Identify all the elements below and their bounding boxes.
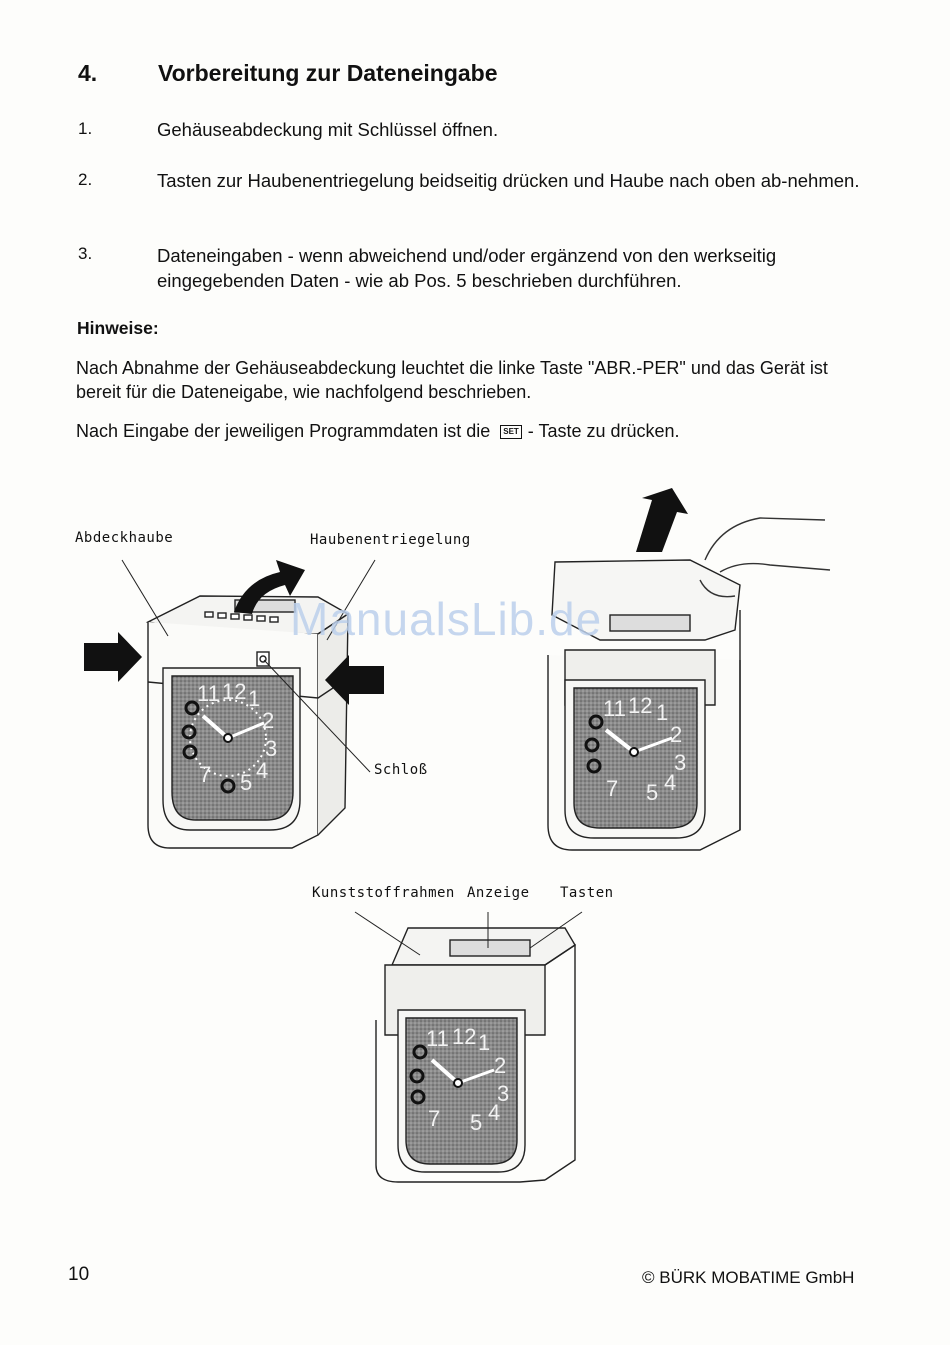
- clock-1-numeral-12: 12: [222, 679, 246, 704]
- clock-face-2: [584, 714, 673, 774]
- clock-2-numeral-7: 7: [606, 776, 618, 801]
- device-cover-lifting-figure: [547, 517, 831, 851]
- clock-2-numeral-1: 1: [656, 700, 668, 725]
- clock-numerals-2: 11 12 1 2 3 4 5 7: [603, 693, 686, 805]
- clock-2-numeral-5: 5: [646, 780, 658, 805]
- step-1-number: 1.: [78, 119, 93, 138]
- clock-3-numeral-2: 2: [494, 1053, 506, 1078]
- push-arrow-left-icon: [84, 632, 142, 682]
- clock-numerals-3: 11 12 1 2 3 4 5 7: [426, 1024, 509, 1135]
- clock-1-numeral-11: 11: [197, 681, 220, 706]
- notes-heading: Hinweise:: [77, 318, 159, 338]
- step-1-text: Gehäuseabdeckung mit Schlüssel öffnen.: [157, 119, 499, 140]
- label-tasten: Tasten: [560, 885, 614, 901]
- label-abdeckhaube: Abdeckhaube: [75, 530, 174, 546]
- clock-3-numeral-5: 5: [470, 1110, 482, 1135]
- section-title: Vorbereitung zur Dateneingabe: [158, 60, 498, 86]
- clock-1-numeral-3: 3: [265, 736, 277, 761]
- leader-lines-3: [354, 911, 583, 956]
- clock-2-numeral-4: 4: [664, 770, 676, 795]
- clock-1-numeral-1: 1: [248, 686, 260, 711]
- label-schloss: Schloß: [374, 762, 428, 778]
- clock-2-numeral-2: 2: [670, 722, 682, 747]
- clock-3-numeral-12: 12: [452, 1024, 476, 1049]
- clock-face-1: [181, 699, 267, 794]
- clock-1-numeral-2: 2: [262, 708, 274, 733]
- clock-3-numeral-1: 1: [478, 1030, 490, 1055]
- clock-1-numeral-7: 7: [199, 762, 211, 787]
- clock-3-numeral-4: 4: [488, 1100, 500, 1125]
- push-arrow-right-icon: [325, 655, 384, 705]
- notes-paragraph-2: Nach Eingabe der jeweiligen Programmdate…: [76, 419, 876, 443]
- step-2-text: Tasten zur Haubenentriegelung beidseitig…: [157, 170, 860, 191]
- clock-numerals-1: 11 12 1 2 3 4 5 7: [197, 679, 277, 795]
- clock-3-numeral-3: 3: [497, 1081, 509, 1106]
- notes-paragraph-2-start: Nach Eingabe der jeweiligen Programmdate…: [76, 421, 491, 441]
- notes-paragraph-2-end: - Taste zu drücken.: [527, 421, 680, 441]
- step-3-number: 3.: [78, 244, 93, 263]
- page-number: 10: [68, 1264, 90, 1285]
- clock-3-numeral-7: 7: [428, 1106, 440, 1131]
- clock-face-3: [409, 1044, 495, 1105]
- clock-1-numeral-4: 4: [256, 758, 268, 783]
- clock-1-numeral-5: 5: [240, 770, 252, 795]
- label-haubenentriegelung: Haubenentriegelung: [310, 532, 471, 548]
- label-anzeige: Anzeige: [467, 885, 530, 901]
- lift-arrow-icon: [234, 560, 305, 614]
- step-3-text: Dateneingaben - wenn abweichend und/oder…: [157, 245, 777, 291]
- footer-copyright: © BÜRK MOBATIME GmbH: [642, 1268, 855, 1287]
- label-kunststoffrahmen: Kunststoffrahmen: [312, 885, 455, 901]
- notes-paragraph-1: Nach Abnahme der Gehäuseabdeckung leucht…: [76, 358, 828, 402]
- watermark: ManualsLib.de: [290, 593, 603, 645]
- leader-lines-1: [121, 559, 376, 773]
- set-key-icon: SET: [500, 425, 522, 439]
- clock-2-numeral-12: 12: [628, 693, 652, 718]
- clock-2-numeral-3: 3: [674, 750, 686, 775]
- step-2-number: 2.: [78, 170, 93, 189]
- clock-2-numeral-11: 11: [603, 696, 626, 721]
- section-number: 4.: [78, 60, 98, 86]
- clock-3-numeral-11: 11: [426, 1026, 449, 1051]
- device-open-figure: [375, 927, 576, 1183]
- lift-arrow-up-icon: [636, 488, 688, 552]
